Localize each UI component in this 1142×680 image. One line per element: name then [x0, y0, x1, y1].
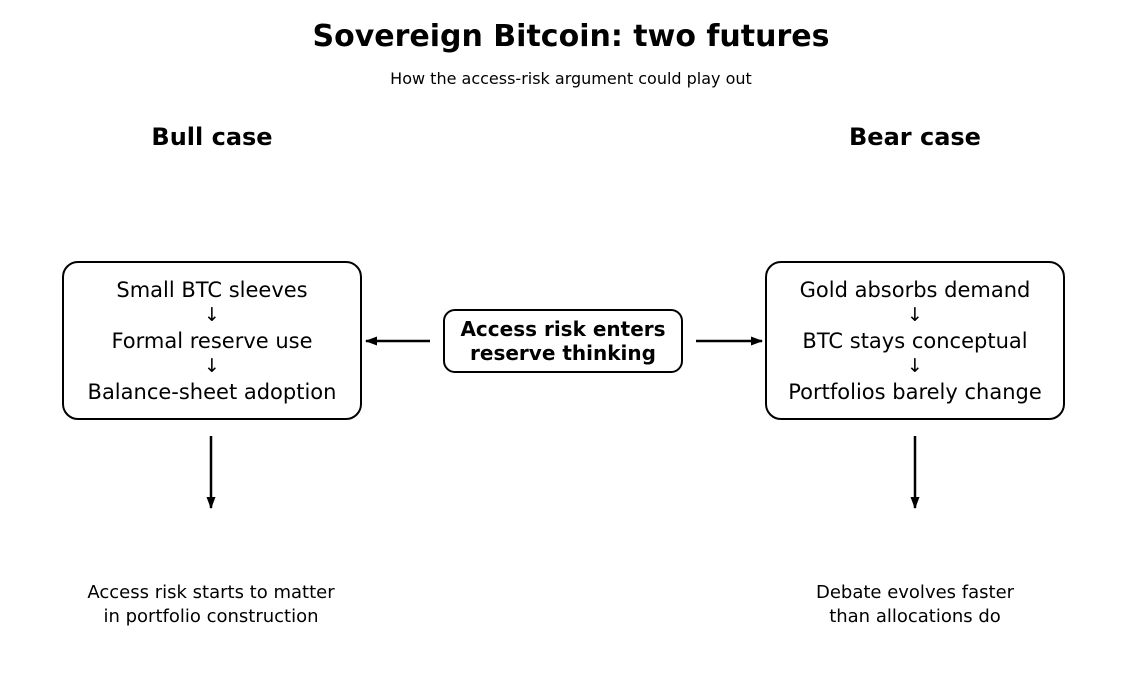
- bull-outcome-text: Access risk starts to matter in portfoli…: [41, 581, 381, 629]
- bull-sequence-box: Small BTC sleeves ↓ Formal reserve use ↓…: [62, 261, 362, 420]
- down-arrow-icon: ↓: [204, 354, 220, 377]
- down-arrow-icon: ↓: [907, 303, 923, 326]
- bull-outcome-line-2: in portfolio construction: [103, 606, 319, 627]
- down-arrow-icon: ↓: [907, 354, 923, 377]
- bull-outcome-line-1: Access risk starts to matter: [87, 582, 335, 603]
- diagram-subtitle: How the access-risk argument could play …: [390, 69, 752, 88]
- diagram-title: Sovereign Bitcoin: two futures: [312, 19, 830, 54]
- bear-step-2: BTC stays conceptual: [802, 328, 1028, 353]
- trigger-line-2: reserve thinking: [470, 341, 656, 365]
- bear-sequence-box: Gold absorbs demand ↓ BTC stays conceptu…: [765, 261, 1065, 420]
- bear-step-3: Portfolios barely change: [788, 379, 1042, 404]
- bear-step-1: Gold absorbs demand: [799, 277, 1031, 302]
- down-arrow-icon: ↓: [204, 303, 220, 326]
- trigger-line-1: Access risk enters: [460, 317, 666, 341]
- bear-outcome-line-2: than allocations do: [829, 606, 1001, 627]
- bull-step-3: Balance-sheet adoption: [87, 379, 337, 404]
- bull-step-2: Formal reserve use: [111, 328, 313, 353]
- bull-step-1: Small BTC sleeves: [116, 277, 308, 302]
- bear-outcome-line-1: Debate evolves faster: [815, 582, 1015, 603]
- bear-outcome-text: Debate evolves faster than allocations d…: [745, 581, 1085, 629]
- bear-case-label: Bear case: [849, 123, 981, 151]
- trigger-box: Access risk enters reserve thinking: [443, 309, 683, 373]
- bull-case-label: Bull case: [151, 123, 273, 151]
